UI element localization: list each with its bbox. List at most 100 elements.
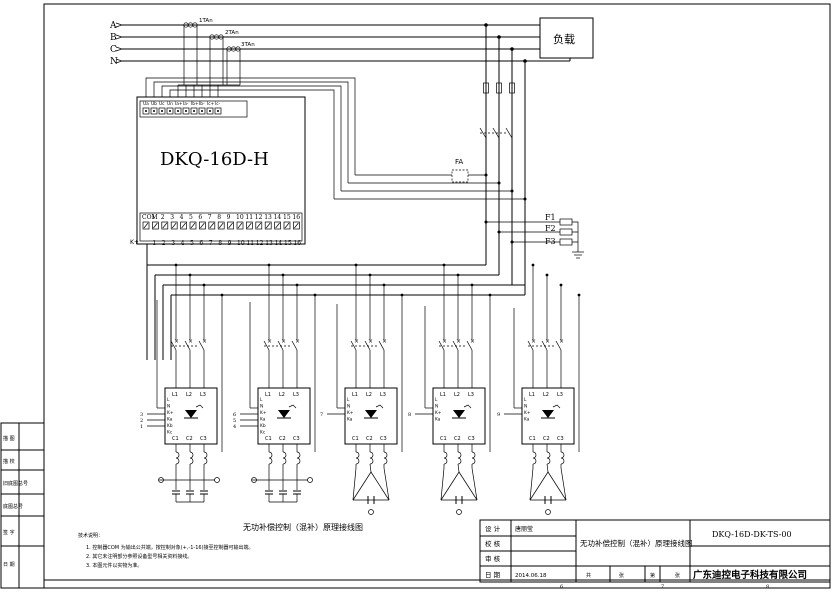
fuse-label-1: F1 [545, 213, 556, 222]
module-side-terminal: Kc [167, 430, 173, 436]
top-terminal-label: Ia- [183, 101, 189, 107]
bottom-terminal-screw [275, 222, 280, 229]
bottom-terminal-block [208, 221, 216, 230]
delta-side [458, 471, 478, 501]
tb-row-label-2: 审 核 [485, 554, 501, 563]
ct-label-3: 3TAn [241, 42, 255, 48]
breaker-contact [555, 340, 562, 351]
bottom-terminal-label: 3 [170, 214, 174, 221]
module-bottom-terminal: C1 [529, 436, 536, 442]
module-box [164, 387, 218, 445]
breaker-mark: × [188, 338, 193, 345]
bottom-terminal-label: 8 [217, 214, 221, 221]
notes-line-3: 3. 本图元件以实物为准。 [86, 562, 142, 569]
module-bottom-terminal: C1 [440, 436, 447, 442]
neutral-junction [220, 293, 224, 297]
bottom-terminal-number: 1 [152, 240, 156, 247]
breaker-mark: × [368, 338, 373, 345]
top-terminal-label: Ub [151, 101, 157, 107]
controller-k-label: K+ [130, 239, 139, 246]
top-terminal-block [166, 107, 174, 115]
delta-wire [440, 467, 445, 501]
thyristor-gate [288, 404, 297, 409]
bottom-terminal-label: 15 [283, 214, 291, 221]
breaker-mark: × [559, 338, 564, 345]
bottom-terminal-label: 12 [255, 214, 263, 221]
bottom-terminal-block [255, 221, 263, 230]
top-terminal-screw [209, 110, 211, 112]
reactor-coil [189, 451, 194, 465]
reactor-coil [268, 451, 273, 465]
grid-number-8: 8 [766, 584, 769, 590]
thyristor-symbol [365, 410, 377, 418]
bottom-terminal-label: 2 [161, 214, 165, 221]
tb-sheet-3: 张 [675, 572, 680, 579]
reactor-coil [471, 451, 476, 465]
module-top-terminal: L1 [440, 392, 446, 398]
bottom-terminal-block [264, 221, 272, 230]
breaker-contact [541, 340, 548, 351]
terminal-circle [456, 509, 462, 515]
neutral-junction [577, 293, 581, 297]
drawing-frame: 描 图 描 校 旧底图总号 底图总号 签 字 日 期 [0, 3, 831, 589]
bottom-terminal-screw [200, 222, 205, 229]
top-terminal-label: Ic- [215, 101, 221, 107]
phase-label-b: B [110, 33, 117, 43]
module-top-terminal: L2 [543, 392, 549, 398]
bottom-terminal-label: 7 [208, 214, 212, 221]
tb-row-label-3: 日 期 [485, 571, 501, 579]
bottom-terminal-screw [247, 222, 252, 229]
tb-row-label-0: 设 计 [485, 524, 501, 533]
top-terminal-block [142, 107, 150, 115]
bottom-terminal-block [199, 221, 206, 230]
bottom-terminal-screw [153, 222, 158, 229]
reactor-coil [457, 451, 462, 465]
module-side-terminal: N [167, 404, 170, 410]
diagram-caption: 无功补偿控制（混补）原理接线图 [243, 522, 363, 532]
bus-junction [559, 283, 563, 287]
bottom-terminal-number: 5 [190, 240, 194, 247]
bottom-terminal-screw [237, 222, 243, 229]
module-top-terminal: L3 [468, 392, 474, 398]
module-top-terminal: L1 [352, 392, 358, 398]
bottom-terminal-number: 8 [218, 240, 222, 247]
thyristor-gate [195, 404, 204, 409]
strip-cell-4: 签 字 [3, 529, 15, 536]
bottom-terminal-label: 6 [198, 214, 202, 221]
breaker-contact [263, 340, 270, 351]
module-side-terminal: K+ [347, 410, 354, 416]
module-side-terminal: Ka [167, 417, 173, 423]
module-bottom-terminal: C1 [352, 436, 359, 442]
bottom-terminal-block [227, 221, 234, 230]
module-top-terminal: L1 [529, 392, 535, 398]
bottom-terminal-label: 4 [180, 214, 184, 221]
terminal-circle [307, 477, 313, 483]
grid-number-7: 7 [661, 584, 664, 590]
module-box [521, 387, 575, 445]
module-top-terminal: L3 [557, 392, 563, 398]
bus-junction [470, 283, 474, 287]
bottom-terminal-block [217, 221, 225, 230]
top-terminal-block [174, 107, 182, 115]
module-bottom-terminal: C3 [468, 436, 475, 442]
bottom-terminal-number: 13 [265, 240, 273, 247]
controller-box [136, 96, 306, 245]
strip-cell-0: 描 图 [3, 435, 15, 442]
module-side-terminal: L [524, 397, 527, 403]
reactor-coil [546, 451, 551, 465]
module-side-terminal: K+ [260, 410, 267, 416]
strip-cell-1: 描 校 [3, 458, 15, 465]
module-bottom-terminal: C3 [557, 436, 564, 442]
fa-label: FA [455, 158, 463, 166]
bottom-terminal-block [246, 221, 253, 230]
reactor-coil [443, 451, 448, 465]
reactor-coil [532, 451, 537, 465]
bus-junction [281, 273, 285, 277]
breaker-mark: × [174, 338, 179, 345]
bottom-terminal-screw [190, 222, 196, 229]
bottom-terminal-number: 4 [181, 240, 185, 247]
bottom-terminal-label: 9 [227, 214, 231, 221]
